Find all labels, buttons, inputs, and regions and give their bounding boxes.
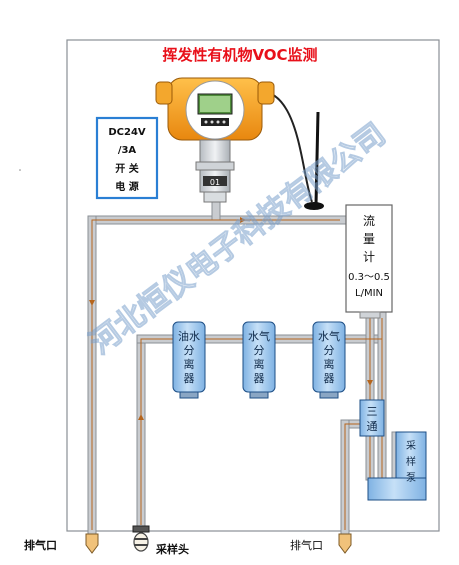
sep1-char-4: 器 xyxy=(184,372,195,385)
left-exhaust-label: 排气口 xyxy=(24,538,57,552)
antenna-base-icon xyxy=(304,202,324,210)
flowmeter-char-2: 量 xyxy=(363,232,375,246)
sep1-char-3: 离 xyxy=(184,357,195,371)
tee-char-2: 通 xyxy=(367,420,378,433)
flow-arrow-2 xyxy=(89,300,95,306)
power-line-4: 电 源 xyxy=(115,180,138,193)
pump-char-1: 采 xyxy=(406,440,416,452)
flow-line-top xyxy=(91,219,340,530)
flow-line-flowmeter xyxy=(344,318,383,530)
flow-arrow-4 xyxy=(367,380,373,386)
flow-arrow-3 xyxy=(138,414,144,420)
voc-monitor-device: 01 xyxy=(155,77,324,210)
pump-char-3: 泵 xyxy=(406,472,416,484)
device-badge: 01 xyxy=(210,178,220,187)
pipe-sensor-stem xyxy=(211,199,221,221)
sep1-char-1: 油水 xyxy=(178,329,200,343)
sep3-char-3: 离 xyxy=(324,357,335,371)
sep2-char-4: 器 xyxy=(254,372,265,385)
sampling-pump: 采 样 泵 xyxy=(367,431,427,501)
flowmeter: 流 量 计 0.3～0.5 L/MIN xyxy=(345,204,393,319)
tee-char-1: 三 xyxy=(367,405,378,418)
separator-water-gas-1: 水气 分 离 器 xyxy=(242,321,276,399)
stray-dot xyxy=(19,169,21,171)
device-keypad xyxy=(201,118,229,126)
flow-line-sampling xyxy=(140,338,382,525)
sampling-head-icon xyxy=(132,525,150,552)
separator-oil-water: 油水 分 离 器 xyxy=(172,321,206,399)
power-line-3: 开 关 xyxy=(115,162,138,175)
left-exhaust-cap-icon xyxy=(85,533,99,554)
diagram-title: 挥发性有机物VOC监测 xyxy=(162,46,317,64)
sep2-char-3: 离 xyxy=(254,357,265,371)
flowmeter-char-1: 流 xyxy=(363,214,375,228)
sep1-char-2: 分 xyxy=(184,344,195,357)
tee-fitting: 三 通 xyxy=(359,399,385,437)
antenna-rod-icon xyxy=(314,111,320,206)
power-line-1: DC24V xyxy=(108,127,146,138)
flowmeter-unit: L/MIN xyxy=(355,288,383,299)
sep3-char-1: 水气 xyxy=(318,329,340,343)
right-exhaust-cap-icon xyxy=(338,533,352,554)
pump-char-2: 样 xyxy=(406,455,416,468)
power-supply-box: DC24V /3A 开 关 电 源 xyxy=(95,116,159,200)
flowmeter-range: 0.3～0.5 xyxy=(348,272,390,283)
flowmeter-char-3: 计 xyxy=(363,250,375,264)
sep2-char-1: 水气 xyxy=(248,329,270,343)
power-line-2: /3A xyxy=(118,145,137,156)
separator-water-gas-2: 水气 分 离 器 xyxy=(312,321,346,399)
sep2-char-2: 分 xyxy=(254,344,265,357)
sep3-char-2: 分 xyxy=(324,344,335,357)
sep3-char-4: 器 xyxy=(324,372,335,385)
sampling-head-label: 采样头 xyxy=(155,542,189,556)
flow-arrow-1 xyxy=(240,217,246,223)
right-exhaust-label: 排气口 xyxy=(290,538,323,552)
